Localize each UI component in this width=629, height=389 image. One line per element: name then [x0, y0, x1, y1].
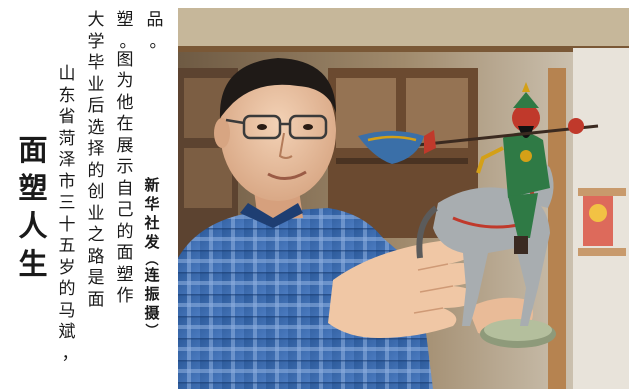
glyph: 在 [116, 114, 134, 134]
glyph: 己 [116, 200, 134, 220]
glyph: 生 [18, 247, 48, 281]
glyph: 五 [58, 236, 76, 256]
glyph: 社 [144, 214, 160, 232]
glyph: 马 [58, 300, 76, 321]
glyph: 市 [58, 171, 76, 192]
glyph: 面 [18, 133, 48, 167]
glyph: 华 [144, 195, 160, 213]
glyph: 塑 [18, 171, 48, 205]
glyph: 的 [87, 160, 105, 181]
article-photo [178, 8, 629, 389]
glyph: 。 [119, 31, 137, 52]
photo-illustration [178, 8, 629, 389]
glyph: 摄 [144, 304, 160, 322]
glyph: 连 [144, 266, 160, 284]
glyph: 新 [144, 176, 160, 194]
article-body-line-4: 品。 [145, 10, 167, 52]
glyph: 面 [116, 243, 134, 263]
glyph: 人 [18, 209, 48, 243]
glyph: 岁 [58, 257, 76, 278]
glyph: 毕 [87, 53, 105, 73]
glyph: 东 [58, 85, 76, 106]
glyph: 的 [116, 221, 134, 242]
glyph: 路 [87, 246, 105, 267]
glyph: ︵ [145, 253, 159, 268]
glyph: 自 [116, 178, 134, 199]
glyph: 菏 [58, 128, 76, 149]
glyph: 面 [87, 289, 105, 310]
glyph: 大 [87, 10, 105, 30]
glyph: 是 [87, 268, 105, 288]
glyph: 作 [116, 286, 134, 306]
glyph: 品 [146, 10, 164, 30]
glyph: 十 [58, 214, 76, 235]
glyph: 发 [144, 233, 160, 251]
article-body-line-3: 塑。图为他在展示自己的面塑作 [115, 10, 137, 310]
glyph: 选 [87, 117, 105, 138]
glyph: 塑 [116, 10, 134, 30]
glyph: 为 [116, 71, 134, 91]
glyph: 图 [116, 49, 134, 70]
glyph: 之 [87, 225, 105, 245]
glyph: 的 [58, 279, 76, 299]
glyph: 山 [58, 64, 76, 84]
glyph: 泽 [58, 150, 76, 170]
photo-credit: 新华社发 ︵连振摄 ︶ [143, 178, 161, 339]
glyph: ， [61, 343, 79, 364]
glyph: ︶ [145, 324, 159, 339]
glyph: 三 [58, 193, 76, 213]
glyph: 省 [58, 107, 76, 127]
glyph: 展 [116, 135, 134, 156]
glyph: 创 [87, 182, 105, 202]
glyph: 塑 [116, 264, 134, 285]
glyph: 业 [87, 203, 105, 224]
glyph: 业 [87, 74, 105, 95]
glyph: 择 [87, 139, 105, 159]
article-body-line-1: 山东省菏泽市三十五岁的马斌， [57, 64, 79, 364]
glyph: 振 [144, 285, 160, 303]
glyph: 。 [149, 31, 167, 52]
article-body-line-2: 大学毕业后选择的创业之路是面 [86, 12, 106, 313]
article-headline: 面塑人生 [16, 136, 50, 288]
glyph: 斌 [58, 322, 76, 342]
glyph: 示 [116, 157, 134, 177]
glyph: 学 [87, 31, 105, 52]
glyph: 他 [116, 92, 134, 113]
glyph: 后 [87, 96, 105, 116]
